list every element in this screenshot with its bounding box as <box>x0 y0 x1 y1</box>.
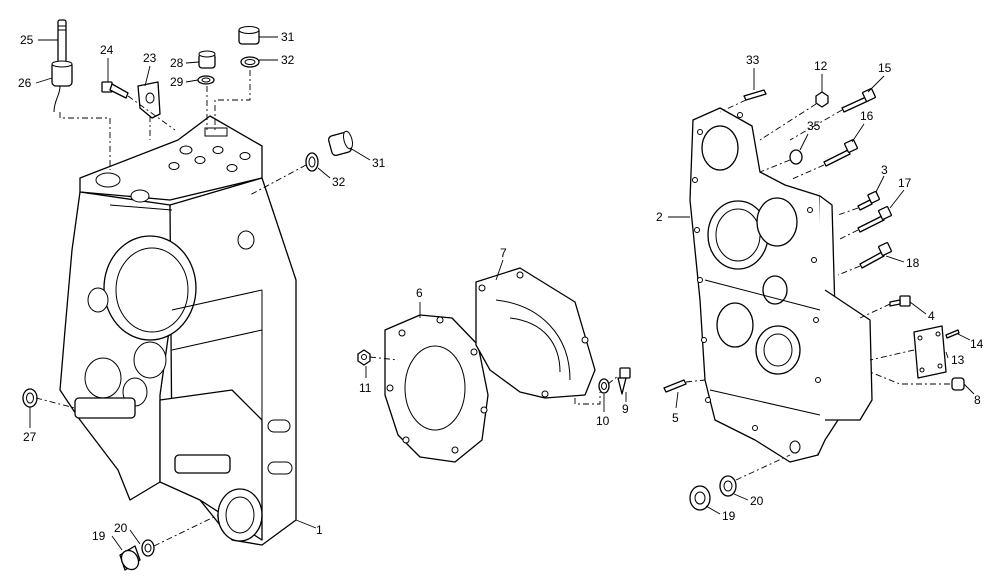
callout-33: 33 <box>746 53 760 67</box>
callout-24: 24 <box>100 43 114 57</box>
callout-12: 12 <box>814 59 828 73</box>
bolt-18 <box>859 242 892 269</box>
callout-29: 29 <box>170 75 184 89</box>
callout-26: 26 <box>18 76 32 90</box>
callout-17: 17 <box>898 176 912 190</box>
callout-5: 5 <box>672 411 679 425</box>
callout-25: 25 <box>20 33 34 47</box>
callout-3: 3 <box>881 163 888 177</box>
pin-5 <box>663 379 687 393</box>
washer-32-top <box>240 56 260 68</box>
housing-2 <box>689 107 873 463</box>
callout-6: 6 <box>416 286 423 300</box>
callout-15: 15 <box>878 61 892 75</box>
callout-31-side: 31 <box>372 156 386 170</box>
bolt-9 <box>617 367 631 395</box>
plug-28 <box>198 50 216 69</box>
bolt-16 <box>823 139 858 167</box>
pin-33 <box>743 89 767 101</box>
nut-11 <box>357 349 371 366</box>
bracket-23 <box>137 81 161 119</box>
callout-18: 18 <box>906 256 920 270</box>
bolt-4 <box>889 295 911 307</box>
washer-27 <box>22 388 38 408</box>
callout-20-right: 20 <box>750 494 764 508</box>
plug-8 <box>951 377 965 391</box>
plug-31-side <box>328 130 354 156</box>
callout-9: 9 <box>622 402 629 416</box>
callout-19-right: 19 <box>722 509 736 523</box>
bolt-3 <box>857 190 880 211</box>
callout-19-left: 19 <box>92 529 106 543</box>
callout-8: 8 <box>974 393 981 407</box>
washer-20-left <box>141 539 155 557</box>
washer-32-side <box>305 152 319 172</box>
callout-1: 1 <box>316 523 323 537</box>
callout-20-left: 20 <box>114 521 128 535</box>
bolt-15 <box>841 88 876 113</box>
callout-10: 10 <box>596 414 610 428</box>
callout-35: 35 <box>807 119 821 133</box>
washer-20-right <box>719 475 737 497</box>
callout-23: 23 <box>143 51 157 65</box>
pin-14 <box>945 329 960 339</box>
callout-27: 27 <box>23 430 37 444</box>
nut-12 <box>815 91 829 108</box>
bolt-24 <box>101 81 129 99</box>
sensor-shaft <box>57 19 67 63</box>
plug-31-top <box>238 26 260 45</box>
sensor-body <box>51 60 73 113</box>
callout-7: 7 <box>500 246 507 260</box>
callout-28: 28 <box>170 56 184 70</box>
callout-13: 13 <box>951 353 965 367</box>
cover-7 <box>475 267 596 399</box>
plug-35 <box>789 149 803 165</box>
cover-plate-13 <box>913 325 947 379</box>
callout-32-top: 32 <box>281 53 295 67</box>
plug-19-left <box>119 545 141 571</box>
callout-16: 16 <box>860 109 874 123</box>
gasket-6 <box>384 314 489 463</box>
washer-29 <box>197 75 215 85</box>
bolt-17 <box>857 206 892 233</box>
callout-14: 14 <box>970 337 984 351</box>
washer-10 <box>598 378 610 394</box>
callout-32-side: 32 <box>332 175 346 189</box>
callout-11: 11 <box>359 381 372 395</box>
callout-2: 2 <box>656 210 663 224</box>
callout-31-top: 31 <box>281 30 295 44</box>
plug-19-right <box>689 485 711 511</box>
callout-4: 4 <box>928 309 935 323</box>
main-housing <box>59 115 297 546</box>
